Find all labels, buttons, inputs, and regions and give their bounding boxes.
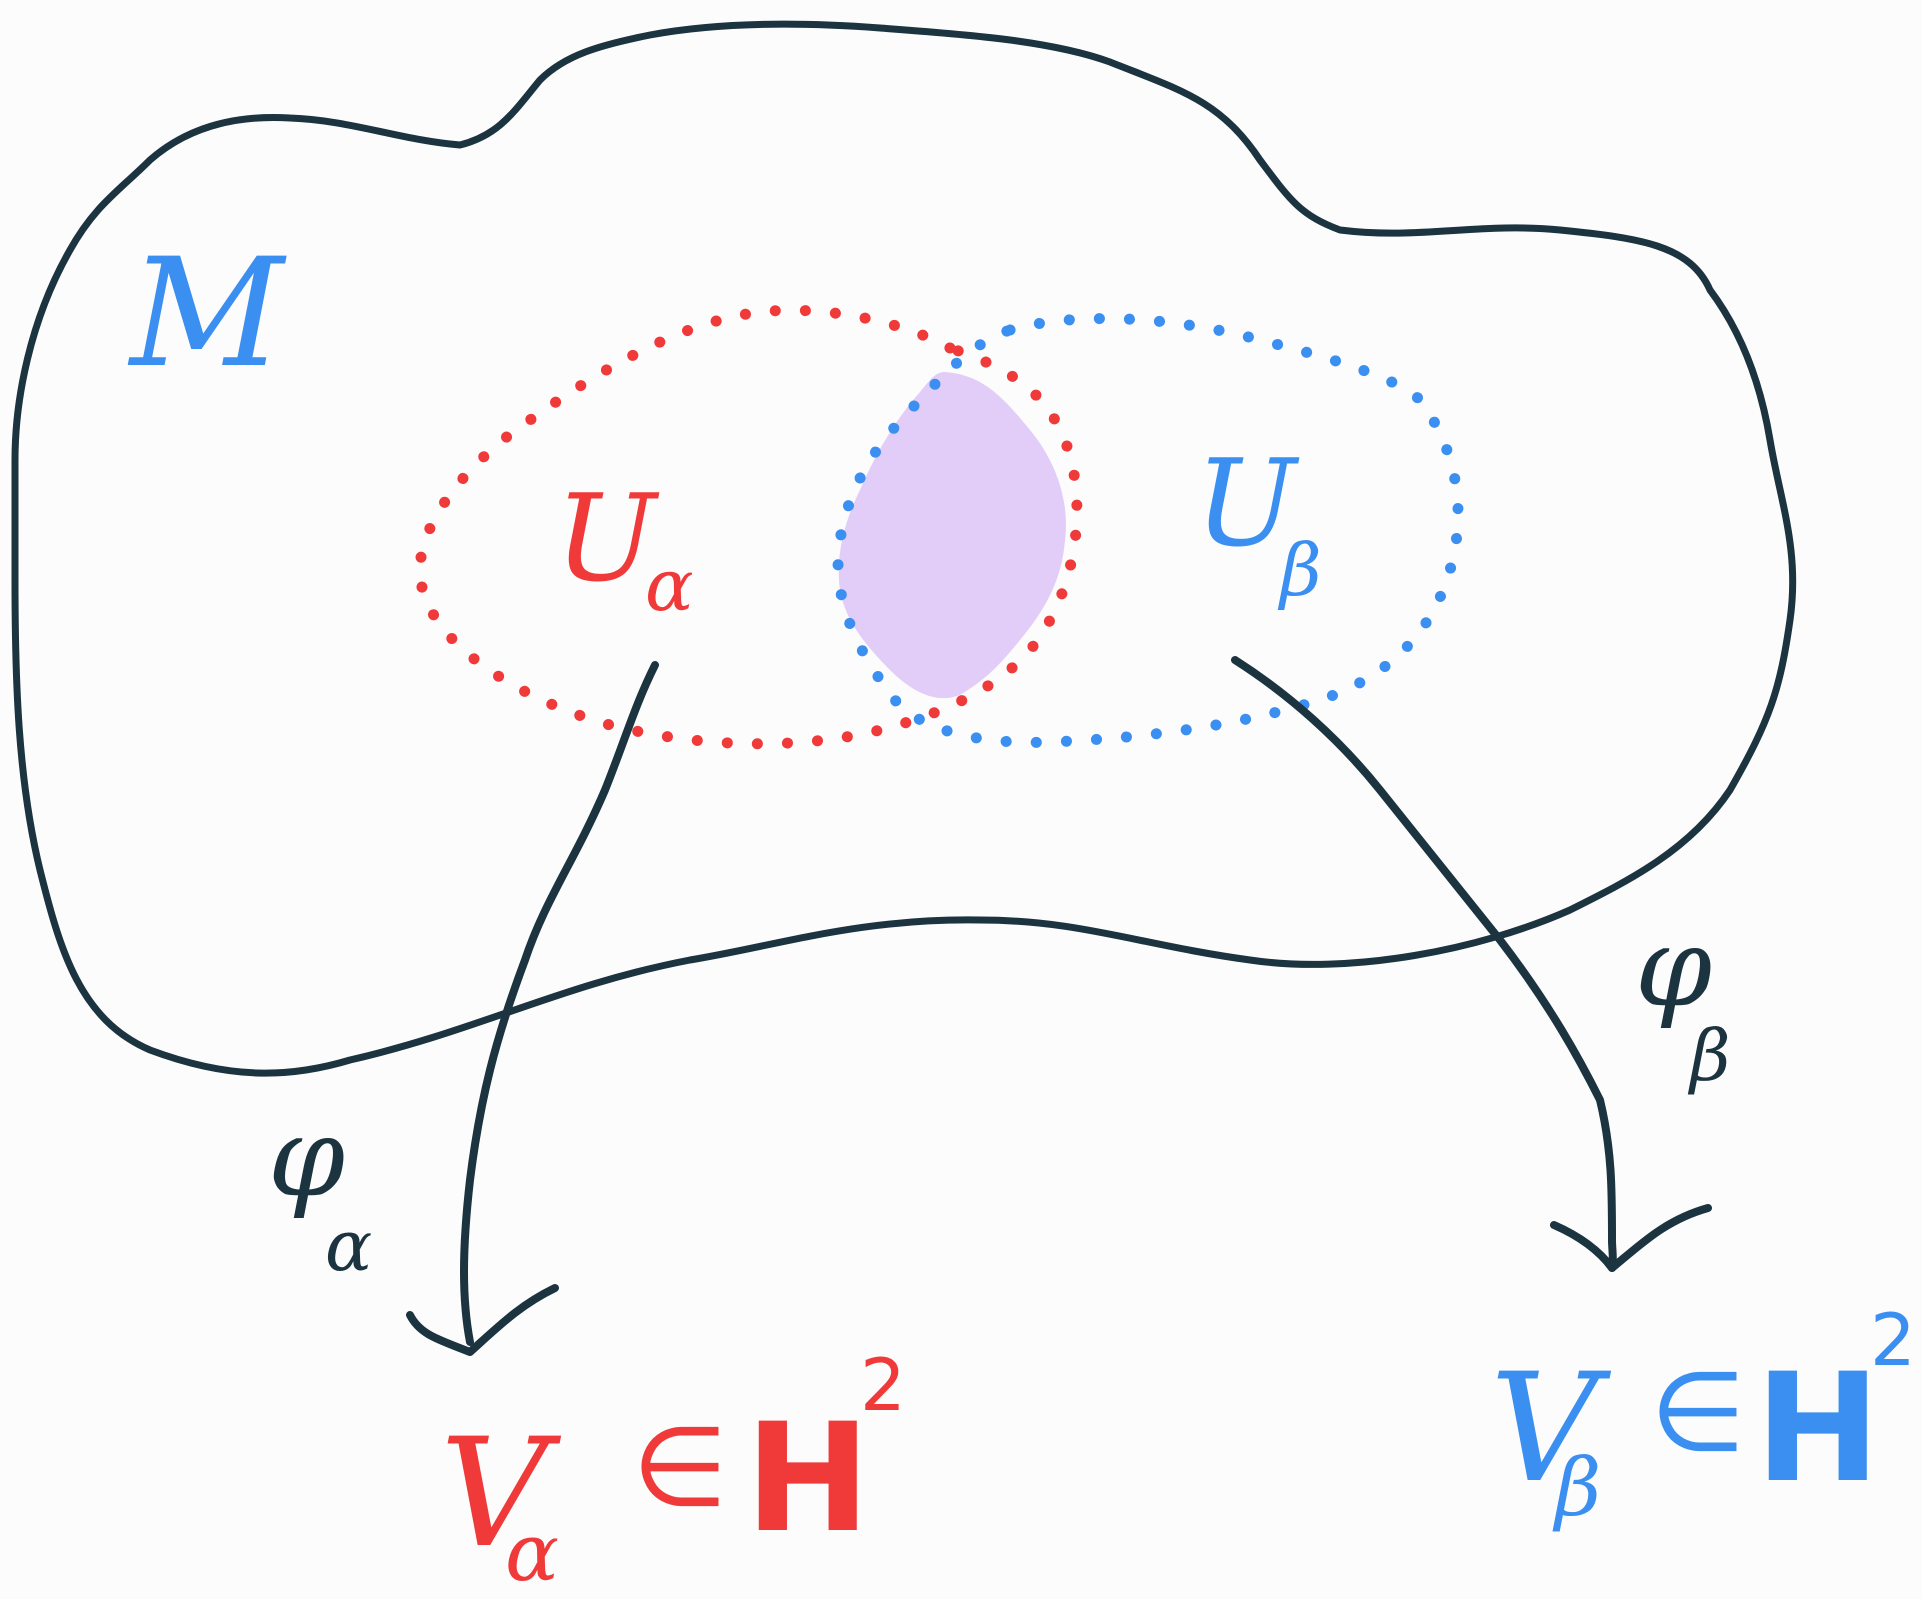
v-beta-label: V β ∈ H 2 — [1490, 1298, 1916, 1534]
v-beta-space: H — [1755, 1342, 1881, 1516]
manifold-label: M — [127, 227, 287, 401]
u-alpha-boundary — [414, 304, 1083, 750]
v-beta-subscript: β — [1552, 1441, 1601, 1534]
phi-beta-base: φ — [1635, 903, 1712, 1031]
v-alpha-relation: ∈ — [632, 1403, 728, 1531]
v-alpha-label: V α ∈ H 2 — [440, 1343, 906, 1599]
v-alpha-space: H — [745, 1392, 871, 1566]
v-alpha-base: V — [440, 1407, 562, 1581]
overlap-region — [838, 372, 1066, 699]
manifold-boundary — [11, 20, 1797, 1077]
phi-alpha-label: φ α — [268, 1093, 372, 1287]
phi-alpha-base: φ — [268, 1093, 345, 1221]
phi-alpha-subscript: α — [325, 1205, 372, 1287]
u-beta-boundary — [832, 313, 1464, 748]
v-beta-power: 2 — [1870, 1298, 1916, 1382]
phi-beta-arrowhead — [1550, 1204, 1712, 1272]
u-beta-label: U β — [1195, 435, 1322, 612]
u-alpha-base: U — [555, 470, 660, 609]
phi-beta-label: φ β — [1635, 903, 1730, 1097]
v-beta-base: V — [1490, 1342, 1612, 1516]
phi-beta-subscript: β — [1687, 1015, 1730, 1097]
u-alpha-subscript: α — [645, 543, 694, 627]
v-beta-relation: ∈ — [1650, 1348, 1746, 1476]
v-alpha-subscript: α — [505, 1506, 559, 1599]
phi-beta-arrow — [1231, 656, 1617, 1272]
u-beta-subscript: β — [1277, 528, 1322, 612]
phi-alpha-arrowhead — [406, 1284, 559, 1356]
phi-alpha-arrow — [460, 661, 659, 1346]
v-alpha-power: 2 — [860, 1343, 906, 1427]
u-beta-base: U — [1195, 435, 1300, 574]
u-alpha-label: U α — [555, 470, 694, 627]
